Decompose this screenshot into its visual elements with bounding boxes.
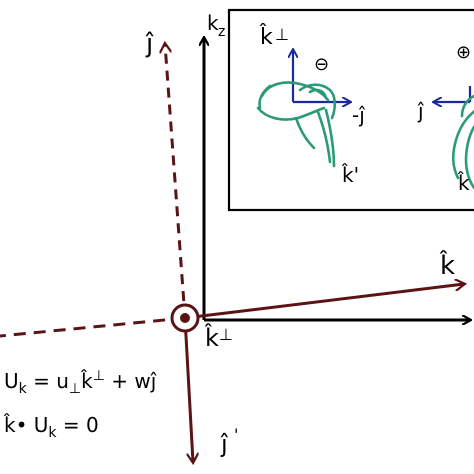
inset-kperp-label: k̂ [259,24,273,50]
inset-j-label: ĵ [417,99,424,123]
j-prime-vector [183,317,193,462]
inset-minus-sign: ⊖ [314,54,329,75]
k-hat-label: k̂ [439,249,455,281]
k-perp-label: k̂ [204,324,219,352]
k-hat-vector [184,284,464,320]
inset-minus-j-label: -ĵ [352,103,365,127]
inset-plus-sign: ⊕ [456,42,471,63]
j-hat-vector [165,44,187,319]
k-perp-sign: ⊥ [219,325,233,344]
kz-subscript: z [218,24,225,40]
equation-line-2: k̂• Uk = 0 [4,413,99,441]
inset-perp-sign: ⊥ [275,25,289,44]
left-dashed-line [0,316,186,338]
j-hat-label: ĵ [145,29,154,59]
inset-frame [227,8,474,212]
equation-line-1: Uk = u⊥k̂⊥ + wĵ [4,368,157,397]
j-prime-mark: ' [234,425,238,444]
right-hand-sketch-left [256,81,337,168]
kz-label: k [207,11,219,35]
origin-dot [180,313,190,323]
inset-k-prime-label-2: k̂ [458,171,470,195]
right-hand-sketch-right [451,94,474,190]
inset-k-prime-label: k̂' [342,163,359,187]
j-prime-label: ĵ [220,430,229,458]
